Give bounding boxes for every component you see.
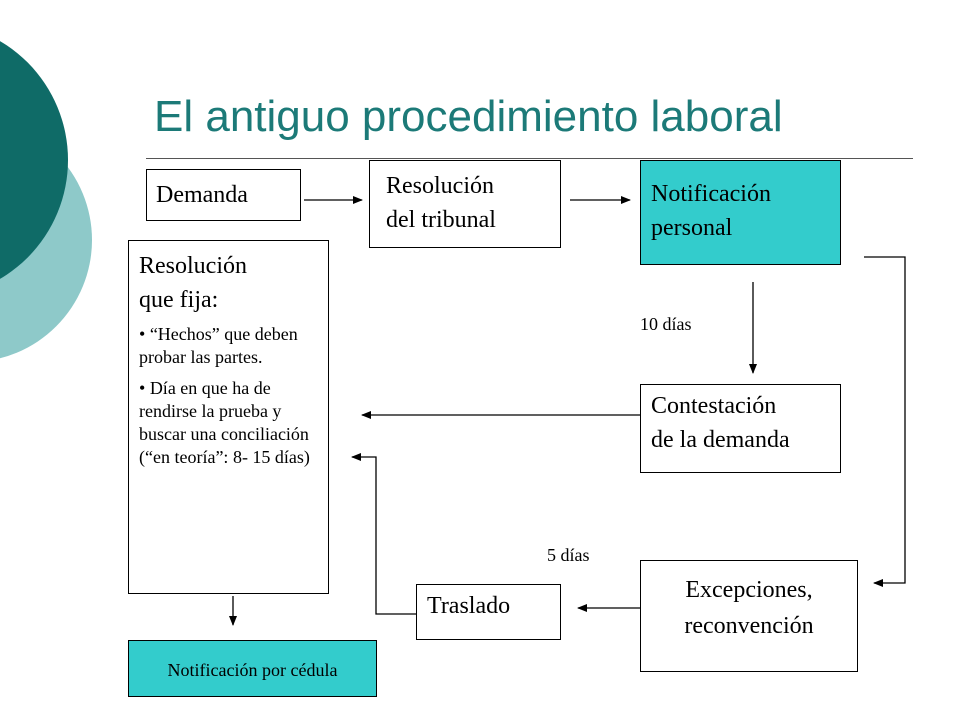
notificacion-cedula-box: Notificación por cédula <box>128 640 377 697</box>
excepciones-box: Excepciones, reconvención <box>640 560 858 672</box>
title-divider <box>146 158 913 159</box>
notificacion-cedula-label: Notificación por cédula <box>167 660 338 680</box>
contestacion-box: Contestación de la demanda <box>640 384 841 473</box>
notificacion-personal-line2: personal <box>651 215 733 241</box>
resolucion-fija-box: Resolución que fija: “Hechos” que deben … <box>128 240 329 594</box>
resolucion-fija-bullets: “Hechos” que deben probar las partes. Dí… <box>139 323 320 469</box>
excepciones-line2: reconvención <box>684 613 814 639</box>
contestacion-line1: Contestación <box>651 393 777 419</box>
resolucion-fija-heading-line1: Resolución <box>139 253 247 279</box>
cinco-dias-label: 5 días <box>547 545 590 565</box>
demanda-box: Demanda <box>146 169 301 221</box>
diez-dias-label: 10 días <box>640 314 692 334</box>
resolucion-fija-heading-line2: que fija: <box>139 287 219 313</box>
notificacion-personal-box: Notificación personal <box>640 160 841 265</box>
traslado-label: Traslado <box>427 593 511 619</box>
page-title: El antiguo procedimiento laboral <box>154 92 783 141</box>
contestacion-line2: de la demanda <box>651 427 790 453</box>
traslado-box: Traslado <box>416 584 561 640</box>
arrow-notificacion-to-excepciones <box>864 256 906 587</box>
excepciones-line1: Excepciones, <box>685 577 813 603</box>
demanda-label: Demanda <box>156 182 248 208</box>
arrow-traslado-to-resolucion-fija <box>351 453 416 615</box>
resolucion-tribunal-line1: Resolución <box>386 173 494 199</box>
bullet-item: Día en que ha de rendirse la prueba y bu… <box>139 377 320 469</box>
bullet-item: “Hechos” que deben probar las partes. <box>139 323 320 369</box>
notificacion-personal-line1: Notificación <box>651 181 771 207</box>
resolucion-tribunal-line2: del tribunal <box>386 207 496 233</box>
resolucion-tribunal-box: Resolución del tribunal <box>369 160 561 248</box>
